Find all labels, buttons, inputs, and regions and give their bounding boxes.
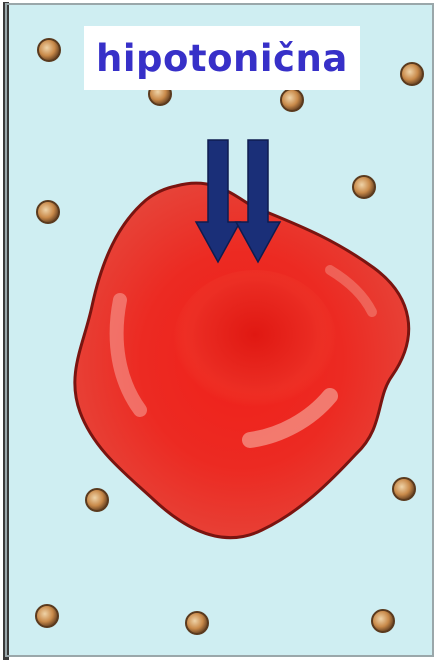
solute-particle-icon [186,612,208,634]
solution-label-box: hipotonična [84,26,360,90]
solution-label: hipotonična [96,37,348,80]
solute-particle-icon [36,605,58,627]
solute-particle-icon [86,489,108,511]
solute-particle-icon [353,176,375,198]
solute-particle-icon [37,201,59,223]
solute-particle-icon [401,63,423,85]
cell-center [173,270,337,414]
solute-particle-icon [372,610,394,632]
solute-particle-icon [38,39,60,61]
solute-particle-icon [393,478,415,500]
solute-particle-icon [281,89,303,111]
